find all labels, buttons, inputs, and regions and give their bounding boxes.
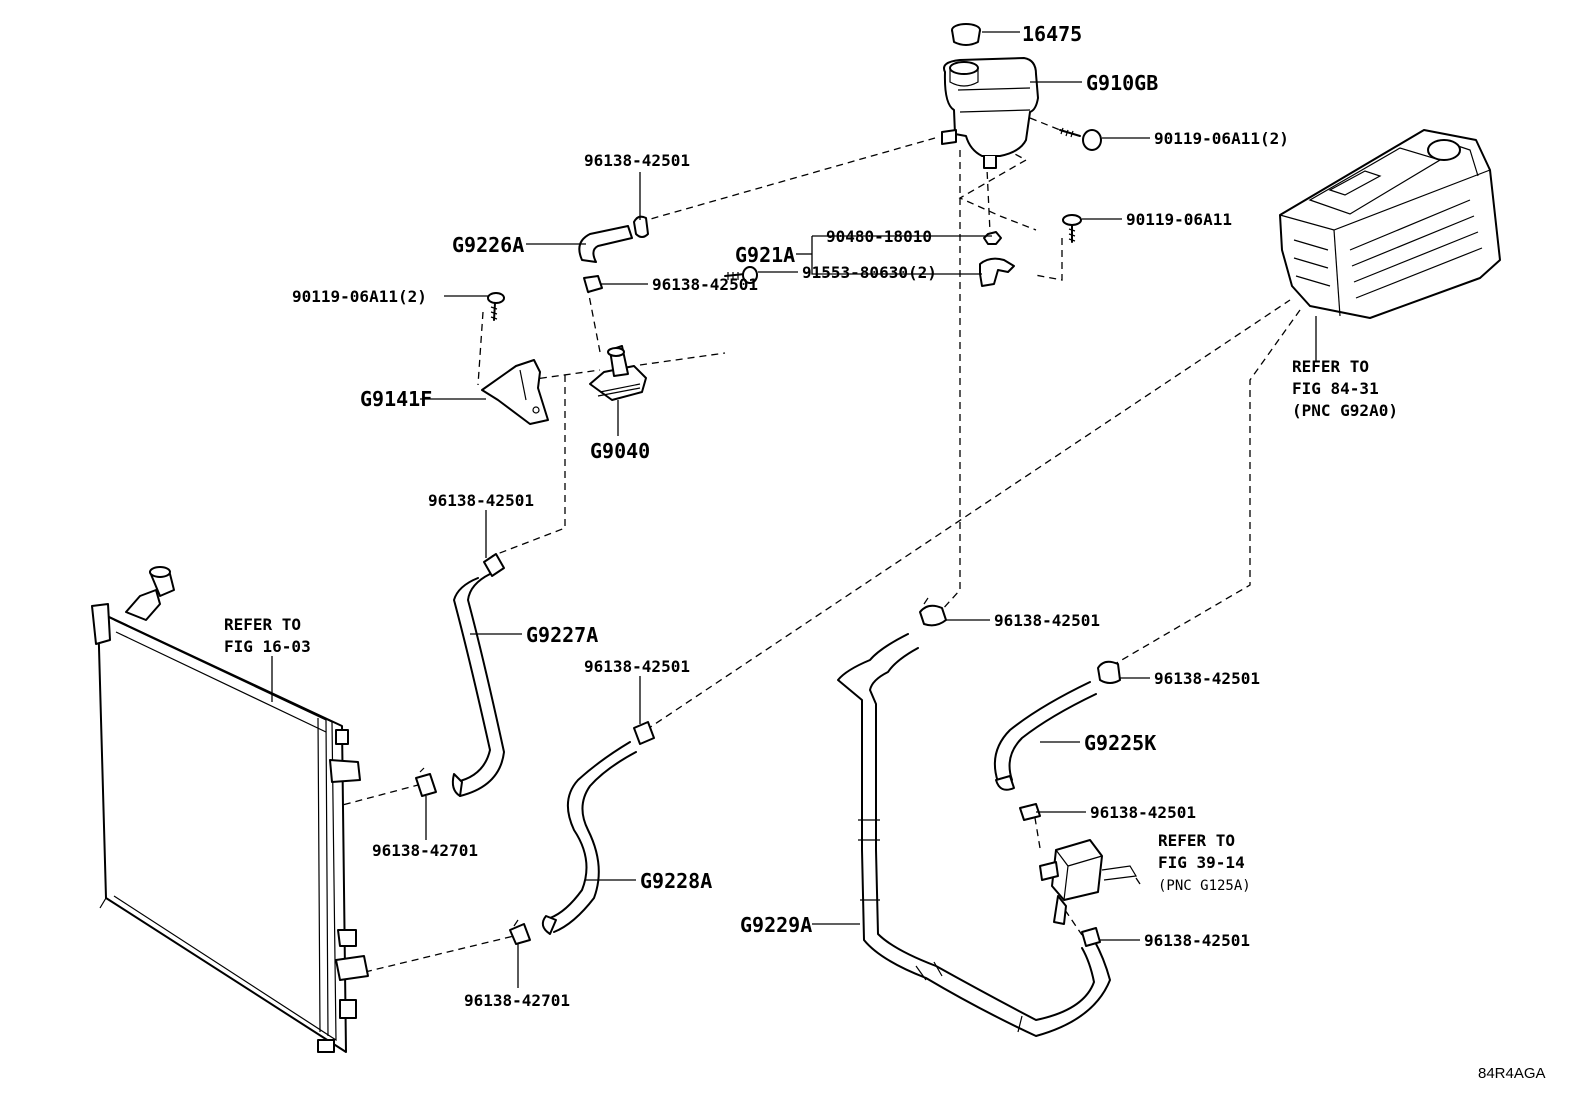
label-reservoir: G910GB <box>1086 71 1158 95</box>
label-hose-g9227a: G9227A <box>526 623 598 647</box>
clamp-f <box>1097 660 1121 684</box>
clamp-e <box>919 597 947 627</box>
hose-g9225k <box>994 681 1097 791</box>
label-bracket-reservoir: G921A <box>735 243 795 267</box>
pump-bracket-bolt <box>487 292 505 321</box>
leader-lines <box>271 31 1317 988</box>
label-bolt-pump-bracket: 90119-06A11(2) <box>292 287 427 306</box>
refer-inverter-line2: FIG 84-31 <box>1292 379 1379 398</box>
clamp-c <box>483 553 505 577</box>
bracket-bolt <box>1062 214 1082 243</box>
radiator <box>91 566 369 1053</box>
hose-g9228a <box>541 741 637 935</box>
electric-water-pump <box>589 345 647 401</box>
hose-g9226a <box>578 225 633 263</box>
label-cap: 16475 <box>1022 22 1082 46</box>
cooler-unit <box>1039 839 1137 925</box>
refer-radiator-line1: REFER TO <box>224 615 301 634</box>
reservoir-cap <box>951 23 981 46</box>
clamp-d <box>633 721 655 745</box>
reservoir-bolt <box>1059 127 1102 151</box>
label-clamp-g: 96138-42501 <box>1090 803 1196 822</box>
label-pump-bracket: G9141F <box>360 387 432 411</box>
diagram-id: 84R4AGA <box>1478 1065 1546 1082</box>
clamp-h <box>1081 927 1101 947</box>
refer-cooler-line1: REFER TO <box>1158 831 1235 850</box>
label-clamp-f: 96138-42501 <box>1154 669 1260 688</box>
pump-bracket <box>481 359 549 425</box>
label-nut-bracket: 90480-18010 <box>826 227 932 246</box>
pump-bolt <box>724 266 758 284</box>
label-clamp-d: 96138-42501 <box>584 657 690 676</box>
label-hose-g9225k: G9225K <box>1084 731 1156 755</box>
part-labels: 16475 G910GB 90119-06A11(2) 90119-06A11 … <box>224 22 1546 1082</box>
bracket-nut <box>983 231 1002 245</box>
clamp-g <box>1019 803 1041 821</box>
clamp-radiator-lower <box>509 919 531 945</box>
label-pump: G9040 <box>590 439 650 463</box>
label-bolt-reservoir: 90119-06A11(2) <box>1154 129 1289 148</box>
refer-inverter-line3: (PNC G92A0) <box>1292 401 1398 420</box>
hose-g9229a <box>837 633 1111 1037</box>
label-hose-g9228a: G9228A <box>640 869 712 893</box>
label-clamp-a: 96138-42501 <box>584 151 690 170</box>
reservoir-tank <box>941 57 1039 169</box>
label-clamp-b: 96138-42501 <box>652 275 758 294</box>
label-clamp-radiator-upper: 96138-42701 <box>372 841 478 860</box>
label-bolt-bracket: 90119-06A11 <box>1126 210 1232 229</box>
label-hose-g9229a: G9229A <box>740 913 812 937</box>
label-clamp-c: 96138-42501 <box>428 491 534 510</box>
label-bolt-pump: 91553-80630(2) <box>802 263 937 282</box>
label-clamp-h: 96138-42501 <box>1144 931 1250 950</box>
clamp-b <box>583 275 603 293</box>
clamp-a <box>633 215 649 238</box>
reservoir-bracket <box>979 257 1015 287</box>
label-clamp-radiator-lower: 96138-42701 <box>464 991 570 1010</box>
inverter-assembly <box>1279 129 1501 319</box>
refer-radiator-line2: FIG 16-03 <box>224 637 311 656</box>
refer-cooler-line3: (PNC G125A) <box>1158 878 1251 894</box>
refer-cooler-line2: FIG 39-14 <box>1158 853 1245 872</box>
label-clamp-e: 96138-42501 <box>994 611 1100 630</box>
clamp-radiator-upper <box>415 767 437 797</box>
refer-inverter-line1: REFER TO <box>1292 357 1369 376</box>
label-hose-g9226a: G9226A <box>452 233 524 257</box>
hose-g9227a <box>451 573 505 797</box>
